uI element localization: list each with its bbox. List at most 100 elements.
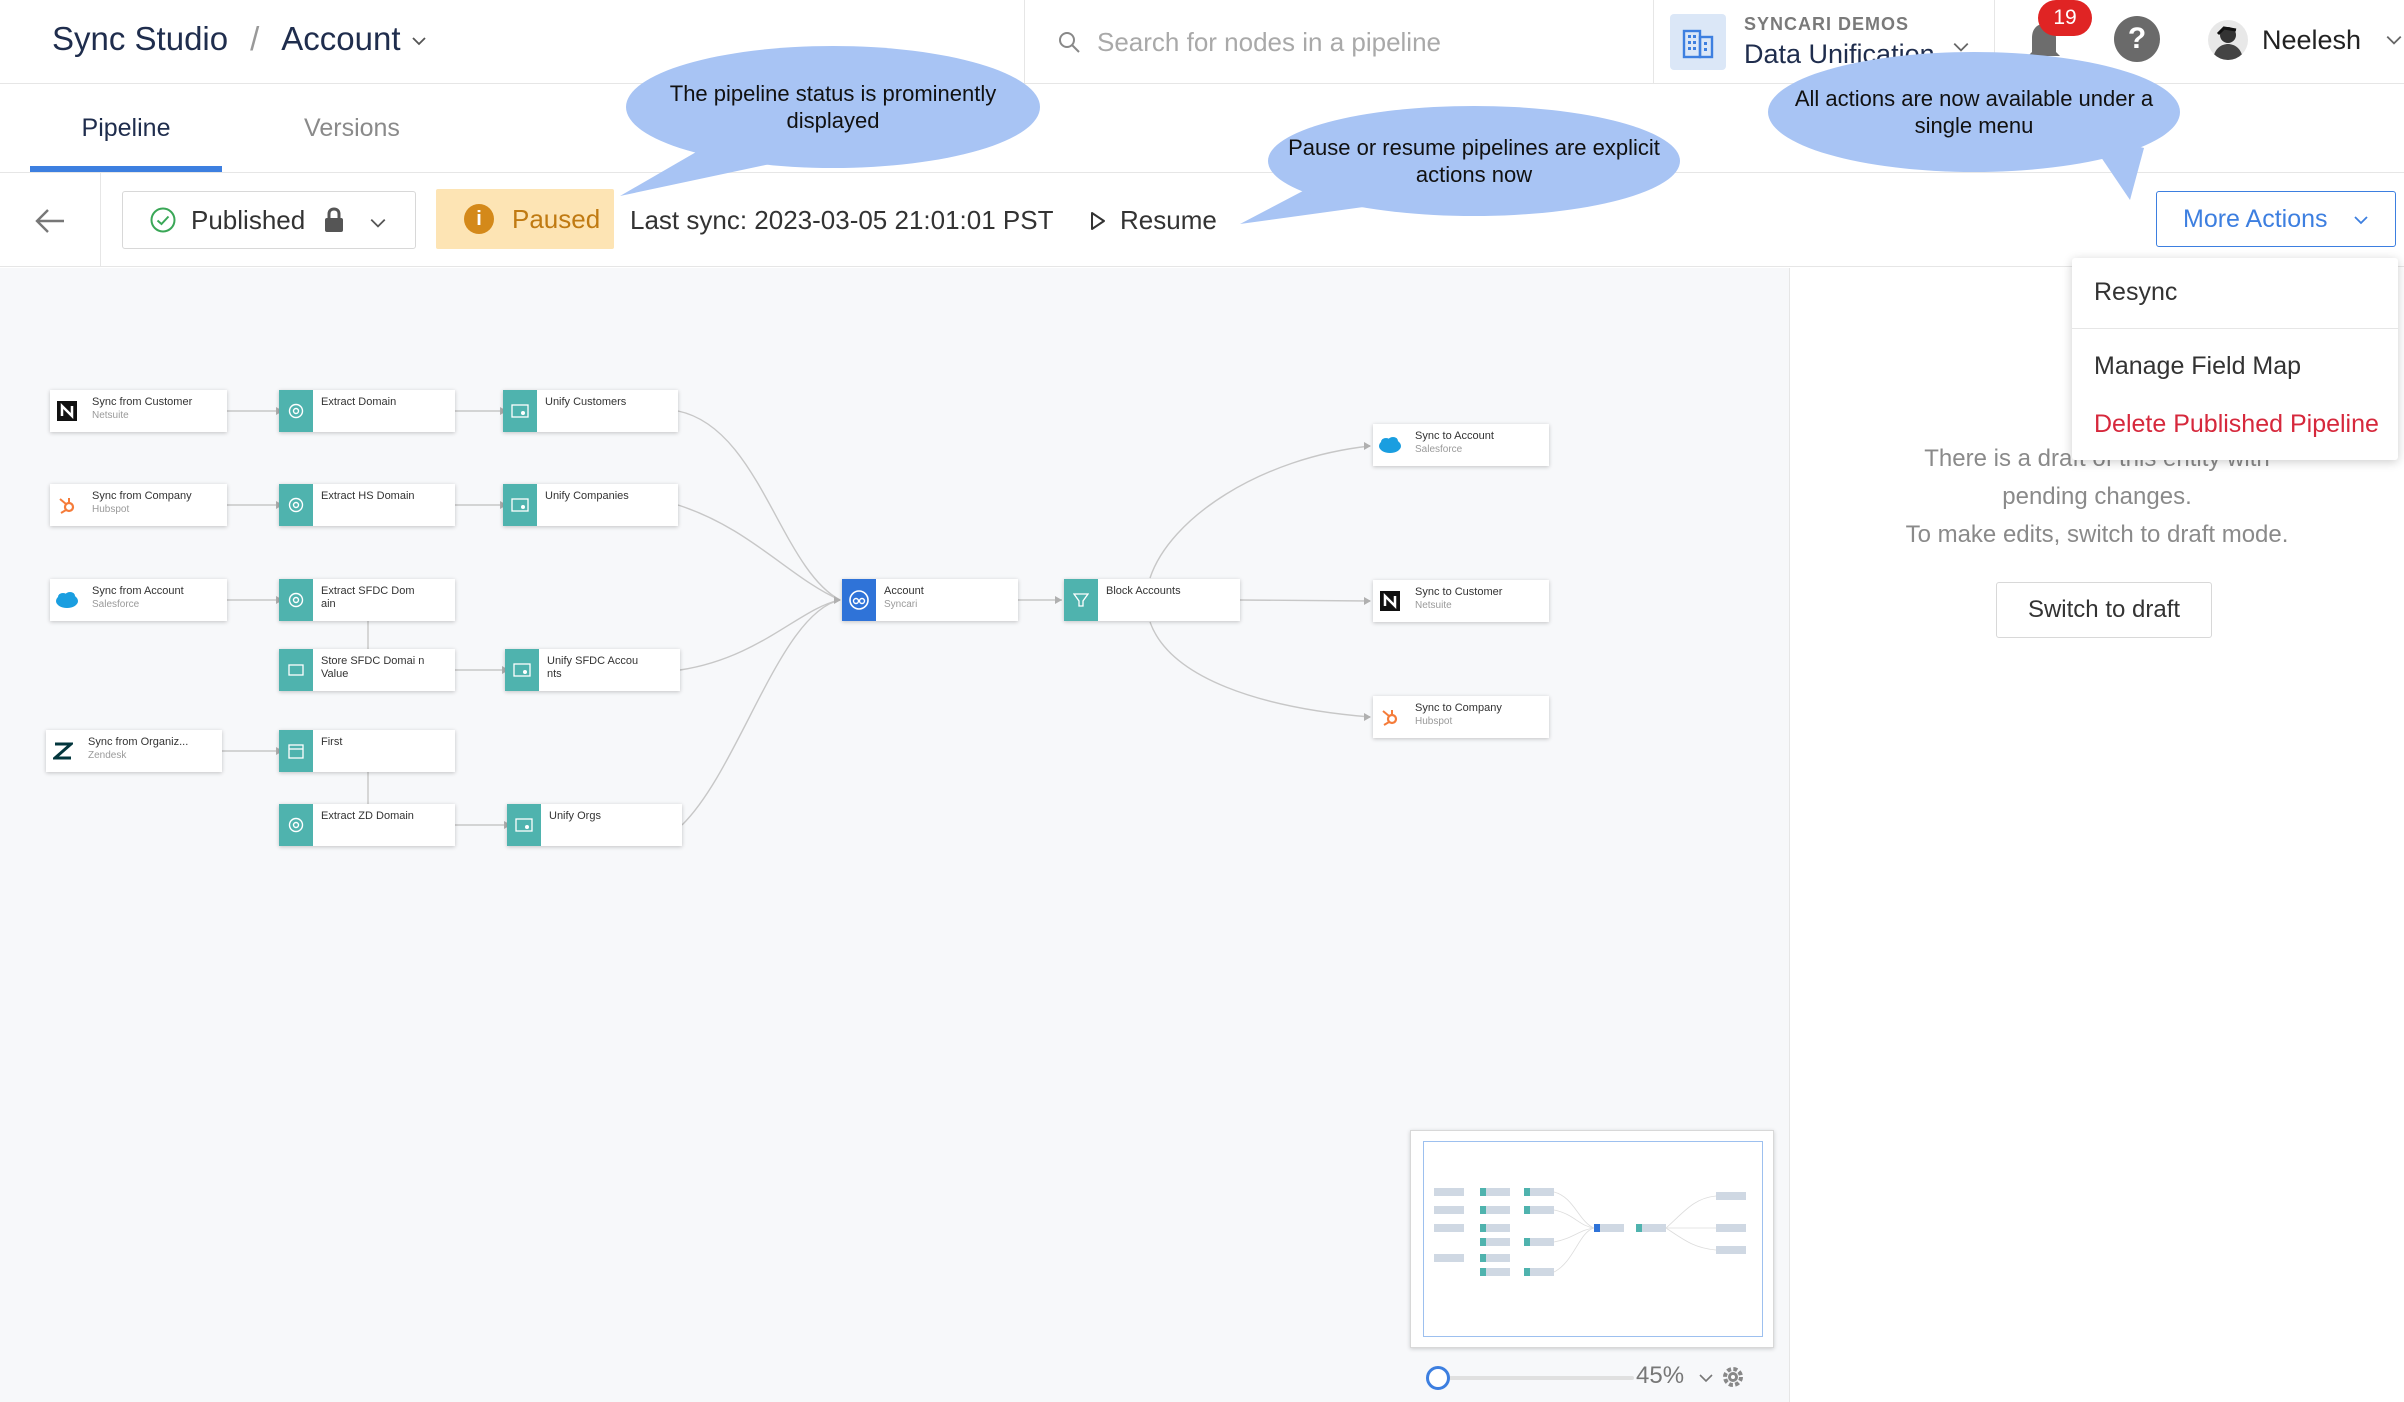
play-icon	[1091, 211, 1105, 230]
tab-divider	[0, 172, 2404, 173]
node-title: Sync from Account	[92, 585, 184, 597]
chevron-down-icon[interactable]	[2385, 31, 2403, 49]
resume-button[interactable]: Resume	[1090, 205, 1217, 236]
header-divider	[1994, 0, 1995, 84]
netsuite-icon	[50, 390, 84, 432]
more-actions-label: More Actions	[2183, 204, 2328, 233]
chevron-down-icon[interactable]	[1698, 1370, 1714, 1386]
node-title: Sync from Customer	[92, 396, 193, 408]
node-title: Sync to Customer	[1415, 586, 1503, 598]
callout-single-menu: All actions are now available under a si…	[1764, 52, 2184, 202]
at-sign-icon	[279, 390, 313, 432]
node-subtitle: Hubspot	[1415, 716, 1453, 727]
chevron-down-icon[interactable]	[1952, 38, 1970, 56]
unify-icon	[505, 649, 539, 691]
node-block-accounts[interactable]: Block Accounts	[1064, 579, 1240, 621]
menu-item-resync[interactable]: Resync	[2094, 278, 2178, 306]
more-actions-button[interactable]: More Actions	[2156, 191, 2396, 247]
node-title: Extract ZD Domain	[321, 810, 414, 822]
store-icon	[279, 649, 313, 691]
node-title: Extract HS Domain	[321, 490, 415, 502]
chevron-down-icon	[2354, 216, 2368, 225]
node-title: Sync to Company	[1415, 702, 1502, 714]
last-sync-text: Last sync: 2023-03-05 21:01:01 PST	[630, 205, 1054, 235]
user-menu[interactable]: Neelesh	[2208, 18, 2403, 62]
zoom-slider-track[interactable]	[1434, 1376, 1634, 1380]
tab-pipeline[interactable]: Pipeline	[30, 84, 222, 172]
status-dropdown[interactable]: Published	[122, 191, 416, 249]
unify-icon	[503, 484, 537, 526]
node-extract-sfdc-domain[interactable]: Extract SFDC Dom ain	[279, 579, 455, 621]
node-extract-domain[interactable]: Extract Domain	[279, 390, 455, 432]
callout-text: Pause or resume pipelines are explicit a…	[1268, 106, 1680, 216]
notification-badge: 19	[2038, 0, 2092, 36]
resume-label: Resume	[1120, 205, 1217, 235]
node-title: Block Accounts	[1106, 585, 1181, 597]
hubspot-icon	[50, 484, 84, 526]
search-input[interactable]	[1097, 26, 1617, 58]
more-actions-menu: Resync Manage Field Map Delete Published…	[2072, 258, 2398, 460]
node-subtitle: Netsuite	[1415, 600, 1452, 611]
help-icon[interactable]: ?	[2114, 16, 2160, 62]
back-arrow-icon[interactable]	[30, 201, 70, 241]
node-title: Extract Domain	[321, 396, 397, 408]
syncari-icon	[842, 579, 876, 621]
zoom-control: 45%	[1414, 1362, 1784, 1392]
search-icon	[1059, 32, 1080, 53]
tab-versions[interactable]: Versions	[304, 113, 400, 142]
node-title: Unify SFDC Accou nts	[547, 655, 639, 680]
node-unify-sfdc-accounts[interactable]: Unify SFDC Accou nts	[505, 649, 680, 691]
zoom-slider-handle[interactable]	[1426, 1366, 1450, 1390]
node-unify-orgs[interactable]: Unify Orgs	[507, 804, 682, 846]
zoom-level[interactable]: 45%	[1636, 1362, 1685, 1389]
node-unify-companies[interactable]: Unify Companies	[503, 484, 678, 526]
node-unify-customers[interactable]: Unify Customers	[503, 390, 678, 432]
search-box[interactable]	[1024, 0, 1654, 84]
node-extract-zd-domain[interactable]: Extract ZD Domain	[279, 804, 455, 846]
node-title: Store SFDC Domai n Value	[321, 655, 425, 680]
filter-icon	[1064, 579, 1098, 621]
at-sign-icon	[279, 579, 313, 621]
paused-label: Paused	[512, 203, 601, 234]
draft-message-line: To make edits, switch to draft mode.	[1905, 521, 2289, 548]
at-sign-icon	[279, 484, 313, 526]
menu-item-delete-published-pipeline[interactable]: Delete Published Pipeline	[2094, 410, 2379, 438]
menu-item-manage-field-map[interactable]: Manage Field Map	[2094, 352, 2302, 380]
lock-icon	[325, 207, 344, 232]
tab-bar: Pipeline Versions	[30, 84, 482, 172]
callout-pause-resume: Pause or resume pipelines are explicit a…	[1240, 102, 1680, 232]
node-first[interactable]: First	[279, 730, 455, 772]
netsuite-icon	[1373, 580, 1407, 622]
node-title: Unify Orgs	[549, 810, 601, 822]
node-subtitle: Syncari	[884, 599, 918, 610]
node-sync-from-organization[interactable]: Sync from Organiz...Zendesk	[46, 730, 222, 772]
chevron-down-icon[interactable]	[411, 33, 427, 49]
draft-message-line: pending changes.	[2002, 483, 2192, 510]
node-extract-hs-domain[interactable]: Extract HS Domain	[279, 484, 455, 526]
info-icon: i	[464, 204, 494, 234]
minimap[interactable]	[1410, 1130, 1774, 1348]
gear-icon[interactable]	[1720, 1364, 1746, 1390]
top-header: Sync Studio / Account SYNCARI DEMOS Data…	[0, 0, 2404, 84]
minimap-viewport[interactable]	[1423, 1141, 1763, 1337]
node-title: Unify Companies	[545, 490, 629, 502]
switch-to-draft-button[interactable]: Switch to draft	[1996, 582, 2212, 638]
breadcrumb-separator: /	[250, 20, 260, 57]
node-title: Unify Customers	[545, 396, 627, 408]
org-label: SYNCARI DEMOS	[1744, 14, 1910, 34]
entity-selector[interactable]: Account	[281, 20, 401, 57]
status-label: Published	[191, 204, 306, 235]
unify-icon	[503, 390, 537, 432]
avatar	[2208, 20, 2248, 60]
check-circle-icon	[150, 207, 176, 233]
node-store-sfdc-domain[interactable]: Store SFDC Domai n Value	[279, 649, 455, 691]
node-title: Sync from Organiz...	[88, 736, 189, 748]
app-title[interactable]: Sync Studio	[52, 20, 229, 57]
